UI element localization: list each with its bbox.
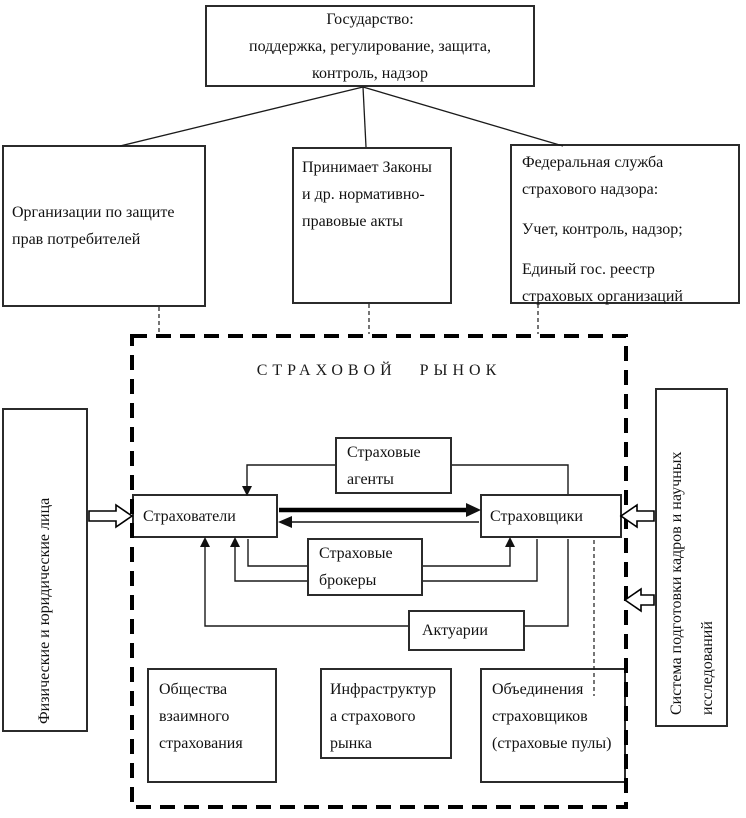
training-to-market-arrow xyxy=(623,587,655,613)
consumer-protection-label: Организации по защите прав потребителей xyxy=(12,204,175,248)
agents-box: Страховые агенты xyxy=(335,437,452,494)
government-line-1: Государство: xyxy=(326,10,414,28)
training-to-insurers-arrow xyxy=(619,503,655,529)
brokers-label: Страховые брокеры xyxy=(319,545,393,589)
infrastructure-box: Инфраструктура страхового рынка xyxy=(320,668,452,759)
training-system-box: Система подготовки кадров и научных иссл… xyxy=(655,388,728,727)
individuals-box: Физические и юридические лица xyxy=(2,408,88,732)
training-system-label: Система подготовки кадров и научных иссл… xyxy=(667,451,716,715)
associations-box: Объединения страховщиков (страховые пулы… xyxy=(480,668,626,783)
government-tree-lines xyxy=(119,86,564,148)
insureds-box: Страхователи xyxy=(132,494,278,538)
insurers-box: Страховщики xyxy=(480,494,622,538)
mutual-societies-label: Общества взаимного страхования xyxy=(159,681,243,752)
insureds-label: Страхователи xyxy=(143,507,236,525)
dashed-drop-connectors xyxy=(158,304,539,334)
actuaries-box: Актуарии xyxy=(408,610,525,651)
federal-service-functions: Учет, контроль, надзор; xyxy=(522,221,683,238)
associations-label: Объединения страховщиков (страховые пулы… xyxy=(492,681,612,752)
government-line-2: поддержка, регулирование, защита, xyxy=(249,37,491,55)
government-box: Государство: поддержка, регулирование, з… xyxy=(205,5,535,87)
brokers-box: Страховые брокеры xyxy=(307,538,423,596)
infrastructure-label: Инфраструктура страхового рынка xyxy=(330,681,437,752)
agents-label: Страховые агенты xyxy=(347,443,421,488)
actuaries-label: Актуарии xyxy=(422,622,488,639)
government-line-3: контроль, надзор xyxy=(311,64,428,82)
mutual-societies-box: Общества взаимного страхования xyxy=(147,668,277,783)
laws-box: Принимает Законы и др. нормативно-правов… xyxy=(292,147,452,304)
laws-label: Принимает Законы и др. нормативно-правов… xyxy=(302,159,432,230)
market-title: СТРАХОВОЙ РЫНОК xyxy=(256,362,502,379)
federal-service-title: Федеральная служба страхового надзора: xyxy=(522,154,664,198)
individuals-to-insureds-arrow xyxy=(88,503,134,529)
individuals-label: Физические и юридические лица xyxy=(36,497,53,724)
federal-service-register: Единый гос. реестр страховых организаций xyxy=(522,261,683,305)
insurers-label: Страховщики xyxy=(490,507,583,525)
consumer-protection-box: Организации по защите прав потребителей xyxy=(2,145,206,307)
insureds-insurers-arrows xyxy=(278,503,481,528)
federal-service-box: Федеральная служба страхового надзора: У… xyxy=(510,144,740,305)
